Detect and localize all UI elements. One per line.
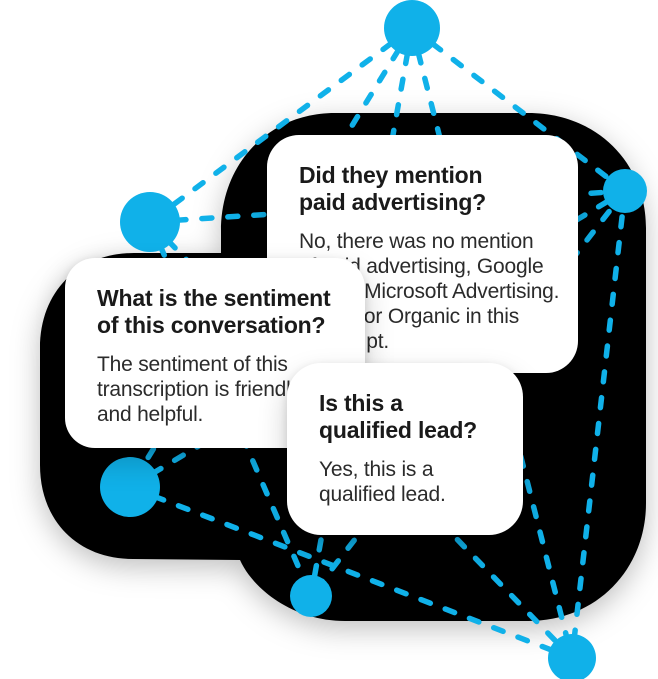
card-answer: The sentiment of this transcription is f… [97, 352, 343, 427]
card-title-line: Did they mention [299, 162, 483, 188]
node-top [384, 0, 440, 56]
card-title: Did they mention paid advertising? [299, 162, 556, 216]
node-left [120, 192, 180, 252]
card-title-line: What is the sentiment [97, 285, 331, 311]
card-answer-line: and helpful. [97, 403, 204, 426]
node-right [603, 169, 647, 213]
edge-top-left [147, 25, 415, 225]
card-title-line: paid advertising? [299, 189, 487, 215]
node-bottom-right [548, 634, 596, 679]
edge-bottomleft-bottomright [127, 484, 575, 661]
edge-right-bottomright [569, 188, 628, 661]
card-title-line: of this conversation? [97, 312, 326, 338]
card-answer-line: transcription is friendly [97, 378, 301, 401]
edge-left-bottomcenter [147, 219, 314, 599]
node-bottom-center [290, 575, 332, 617]
question-card-qualified-lead: Is this a qualified lead? Yes, this is a… [287, 363, 523, 535]
edge-top-right [409, 25, 628, 194]
card-answer-line: Yes, this is a [319, 458, 434, 481]
card-answer-line: qualified lead. [319, 483, 446, 506]
card-answer-line: No, there was no mention [299, 230, 534, 253]
node-bottom-left [100, 457, 160, 517]
card-answer: Yes, this is a qualified lead. [319, 457, 501, 507]
card-title: What is the sentiment of this conversati… [97, 285, 343, 339]
edge-left-bottomright [147, 219, 575, 661]
card-title-line: qualified lead? [319, 417, 478, 443]
card-title-line: Is this a [319, 390, 403, 416]
card-title: Is this a qualified lead? [319, 390, 501, 444]
card-answer-line: The sentiment of this [97, 353, 288, 376]
edge-top-bottomright [409, 25, 575, 661]
